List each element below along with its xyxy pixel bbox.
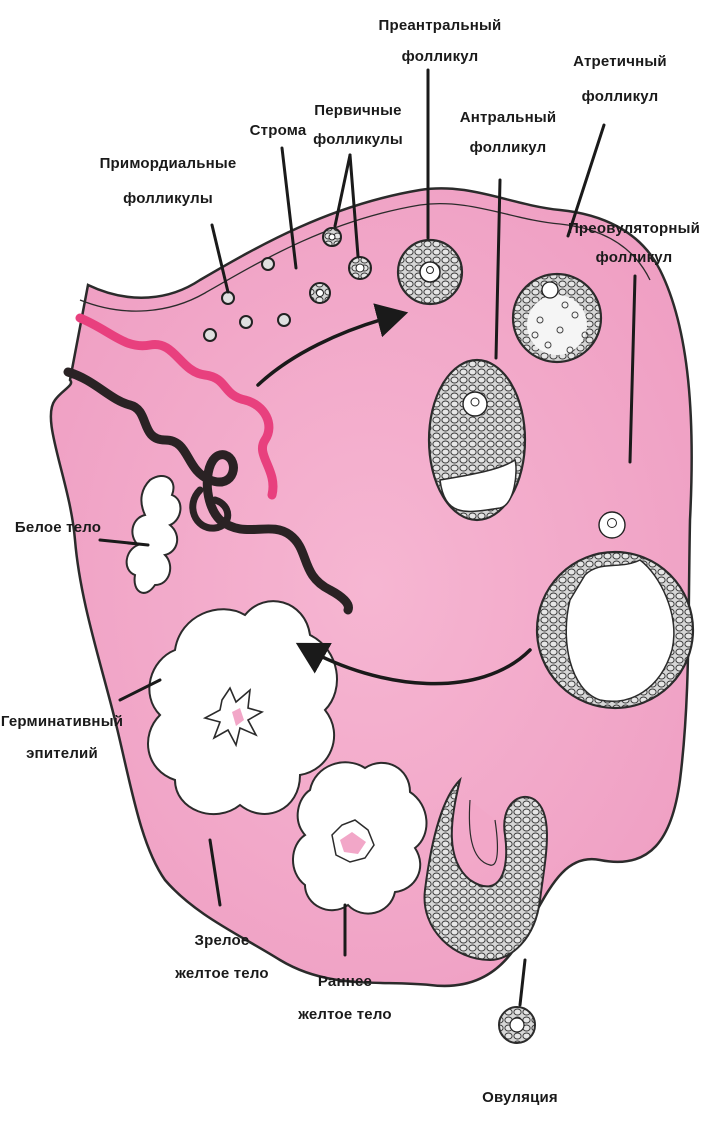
svg-text:Белое тело: Белое тело xyxy=(15,519,101,536)
label-corpus-albicans: Белое тело xyxy=(15,519,101,536)
svg-text:фолликул: фолликул xyxy=(402,48,479,65)
svg-text:Примордиальные: Примордиальные xyxy=(100,155,237,172)
label-atretic: Атретичный фолликул xyxy=(573,53,667,105)
atretic-follicle xyxy=(513,274,601,362)
svg-text:желтое тело: желтое тело xyxy=(297,1006,392,1023)
preantral-follicle xyxy=(398,240,462,304)
released-oocyte xyxy=(499,1007,535,1043)
svg-text:Зрелое: Зрелое xyxy=(195,932,250,949)
svg-text:эпителий: эпителий xyxy=(26,745,98,762)
label-preantral: Преантральный фолликул xyxy=(379,17,502,65)
label-primordial: Примордиальные фолликулы xyxy=(100,155,237,207)
label-ovulation: Овуляция xyxy=(482,1089,558,1106)
label-antral: Антральный фолликул xyxy=(460,109,557,156)
label-germinal-epithelium: Герминативный эпителий xyxy=(1,713,123,762)
svg-text:Овуляция: Овуляция xyxy=(482,1089,558,1106)
svg-text:Атретичный: Атретичный xyxy=(573,53,667,70)
svg-text:Строма: Строма xyxy=(250,122,307,139)
svg-text:Раннее: Раннее xyxy=(318,973,372,990)
svg-text:Преантральный: Преантральный xyxy=(379,17,502,34)
svg-text:желтое тело: желтое тело xyxy=(174,965,269,982)
svg-text:Герминативный: Герминативный xyxy=(1,713,123,730)
svg-text:фолликулы: фолликулы xyxy=(123,190,213,207)
svg-text:Первичные: Первичные xyxy=(314,102,401,119)
label-stroma: Строма xyxy=(250,122,307,139)
svg-text:фолликулы: фолликулы xyxy=(313,131,403,148)
svg-text:Антральный: Антральный xyxy=(460,109,557,126)
svg-text:фолликул: фолликул xyxy=(596,249,673,266)
svg-text:фолликул: фолликул xyxy=(582,88,659,105)
svg-text:Преовуляторный: Преовуляторный xyxy=(568,220,700,237)
svg-text:фолликул: фолликул xyxy=(470,139,547,156)
label-primary: Первичные фолликулы xyxy=(313,102,403,148)
antral-follicle xyxy=(429,360,525,520)
